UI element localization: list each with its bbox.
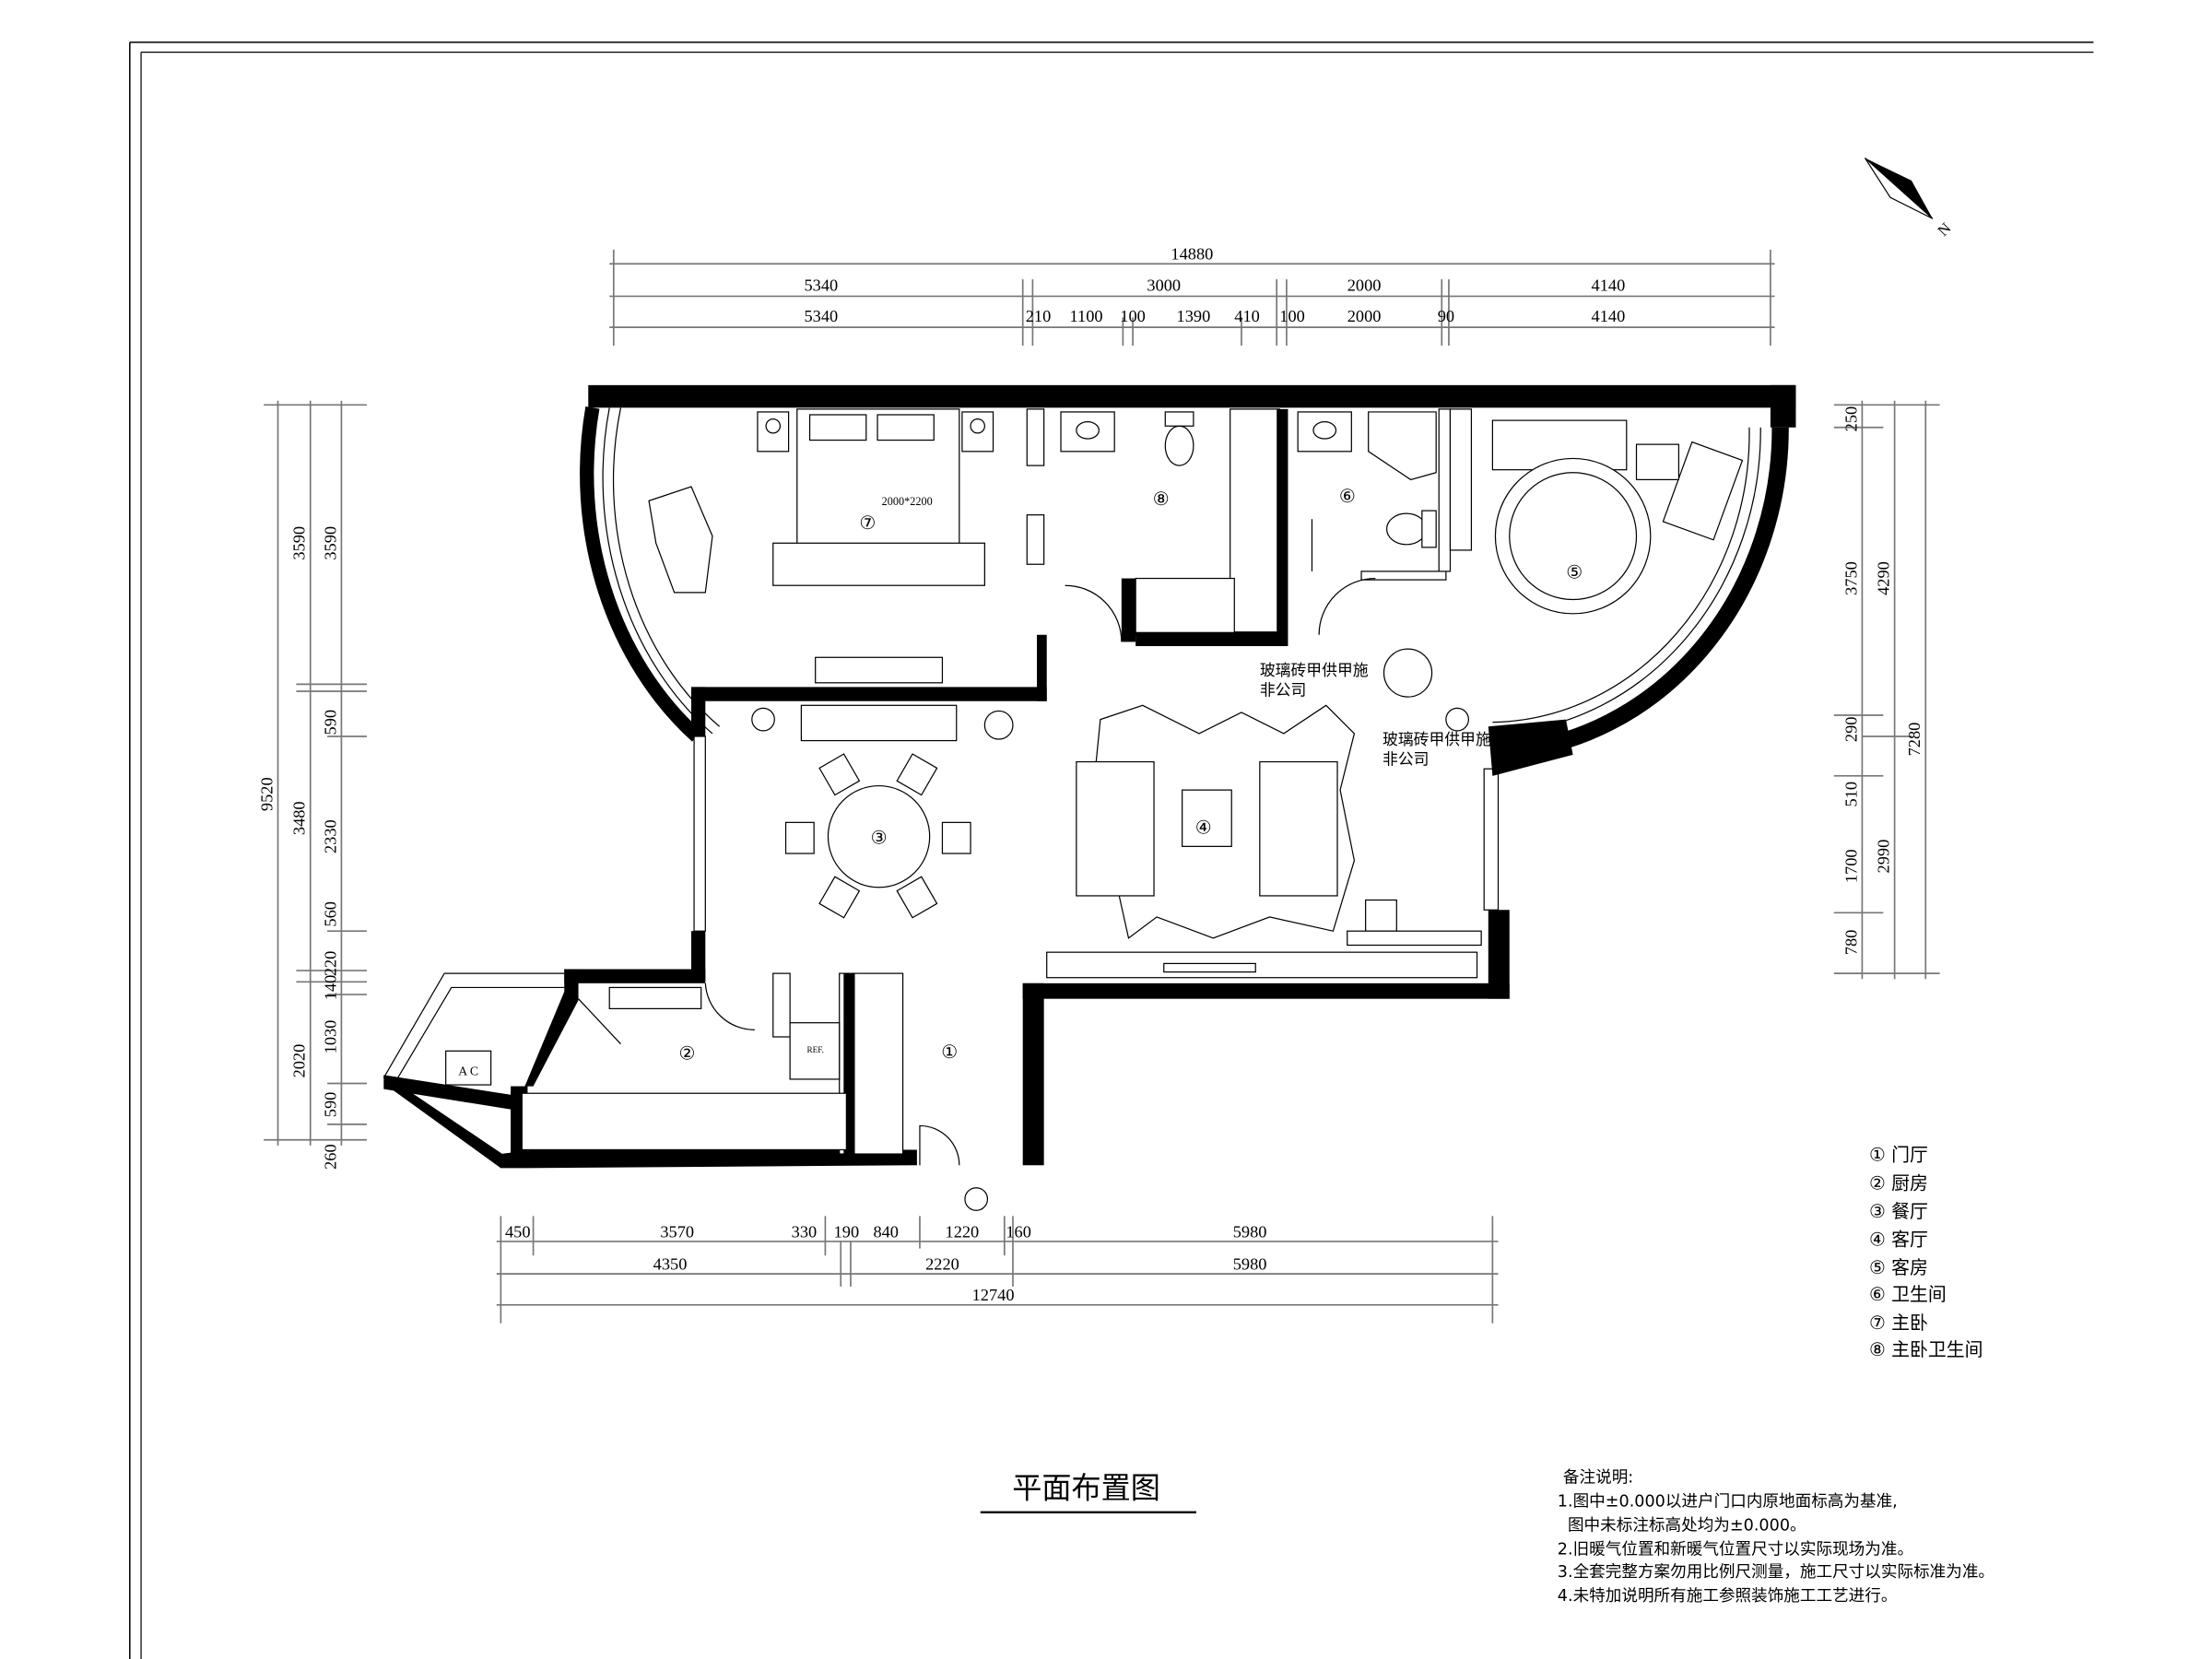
dim-label: 2990 — [1874, 840, 1892, 874]
notes: 备注说明: 1.图中±0.000以进户门口内原地面标高为基准, 图中未标注标高处… — [1558, 1469, 1994, 1606]
dim-label: 1100 — [1070, 307, 1103, 325]
dim-label: 3590 — [290, 526, 309, 560]
dim-label: 100 — [1120, 307, 1146, 325]
dim-label: 5980 — [1233, 1222, 1267, 1241]
dim-label: 1030 — [321, 1020, 339, 1054]
bottom-dimensions: 450 3570 330 190 840 1220 160 5980 4350 … — [496, 1216, 1499, 1324]
dim-label: 90 — [1438, 307, 1454, 325]
room-legend: ① 门厅 ② 厨房 ③ 餐厅 ④ 客厅 ⑤ 客房 ⑥ 卫生间 ⑦ 主卧 ⑧ 主卧… — [1869, 1145, 1983, 1360]
room-marker-master-bath: ⑧ — [1153, 489, 1170, 510]
dim-label: 410 — [1234, 307, 1260, 325]
dim-label: 2220 — [925, 1255, 959, 1274]
right-dimensions: 250 3750 290 510 1700 780 4290 2990 7280 — [1833, 400, 1940, 980]
dim-label: 190 — [834, 1222, 860, 1241]
north-arrow-icon: N — [1864, 157, 1955, 240]
glass-note-1-line2: 非公司 — [1260, 681, 1306, 700]
legend-item: ⑤ 客房 — [1869, 1257, 1928, 1278]
room-marker-bathroom: ⑥ — [1339, 487, 1356, 507]
dim-label: 330 — [792, 1222, 818, 1241]
glass-note-2-line2: 非公司 — [1382, 750, 1429, 769]
dim-left-total: 9520 — [257, 777, 276, 811]
room-markers: ① ② ③ ④ ⑤ ⑥ ⑦ ⑧ — [678, 487, 1583, 1065]
dim-top-total: 14880 — [1171, 245, 1213, 264]
legend-item: ⑧ 主卧卫生间 — [1869, 1339, 1983, 1360]
room-marker-living: ④ — [1195, 818, 1212, 839]
legend-item: ④ 客厅 — [1869, 1230, 1928, 1251]
sheet-border — [129, 41, 2094, 1659]
dim-label: 210 — [1026, 307, 1052, 325]
dim-label: 100 — [1279, 307, 1305, 325]
dim-label: 2000 — [1347, 307, 1382, 325]
dim-label: 290 — [1841, 717, 1860, 743]
ac-unit — [445, 1050, 492, 1086]
dim-bottom-total: 12740 — [972, 1286, 1015, 1304]
ac-label: A C — [458, 1064, 478, 1077]
dim-label: 250 — [1841, 406, 1860, 432]
dim-label: 4350 — [653, 1255, 688, 1274]
dim-label: 590 — [321, 1092, 339, 1118]
dim-label: 220 — [321, 951, 339, 977]
dim-label: 1700 — [1841, 849, 1860, 883]
dim-label: 160 — [1006, 1222, 1031, 1241]
dim-label: 3570 — [660, 1222, 694, 1241]
drawing-title: 平面布置图 — [1012, 1472, 1160, 1505]
glass-note-2-line1: 玻璃砖甲供甲施 — [1382, 730, 1491, 748]
room-marker-master-bedroom: ⑦ — [859, 513, 876, 534]
top-dimensions: 14880 5340 3000 2000 4140 5340 210 1100 … — [609, 245, 1775, 346]
dim-label: 3480 — [290, 801, 309, 835]
dim-label: 2330 — [321, 819, 339, 853]
legend-item: ⑦ 主卧 — [1869, 1312, 1928, 1334]
legend-item: ② 厨房 — [1869, 1172, 1928, 1194]
dim-label: 260 — [321, 1144, 339, 1170]
room-marker-kitchen: ② — [678, 1043, 695, 1064]
dim-label: 140 — [321, 975, 339, 1001]
glass-note-1-line1: 玻璃砖甲供甲施 — [1260, 661, 1369, 679]
dim-label: 2000 — [1347, 276, 1382, 294]
dim-label: 3750 — [1841, 561, 1860, 595]
dim-label: 840 — [873, 1222, 899, 1241]
dim-label: 5980 — [1233, 1255, 1267, 1274]
dim-label: 560 — [321, 901, 339, 927]
note-line: 图中未标注标高处均为±0.000。 — [1558, 1517, 1806, 1535]
dim-right-total: 7280 — [1905, 723, 1924, 757]
room-marker-dining: ③ — [871, 828, 888, 848]
dim-label: 1390 — [1177, 307, 1211, 325]
note-line: 1.图中±0.000以进户门口内原地面标高为基准, — [1558, 1493, 1898, 1512]
legend-item: ③ 餐厅 — [1869, 1201, 1928, 1222]
room-marker-guest-room: ⑤ — [1566, 563, 1583, 583]
note-line: 4.未特加说明所有施工参照装饰施工工艺进行。 — [1558, 1587, 1898, 1606]
furniture — [648, 408, 1744, 1211]
dim-label: 780 — [1841, 930, 1860, 956]
north-label: N — [1935, 219, 1955, 240]
legend-item: ⑥ 卫生间 — [1869, 1284, 1947, 1305]
dim-label: 450 — [505, 1222, 531, 1241]
dim-label: 3590 — [321, 526, 339, 560]
note-line: 3.全套完整方案勿用比例尺测量，施工尺寸以实际标准为准。 — [1558, 1563, 1994, 1582]
walls — [382, 384, 1796, 1169]
notes-heading: 备注说明: — [1563, 1469, 1633, 1488]
dim-label: 2020 — [290, 1044, 309, 1078]
dim-label: 1220 — [946, 1222, 980, 1241]
dining-table — [827, 784, 931, 888]
dim-label: 510 — [1841, 782, 1860, 807]
dim-label: 590 — [321, 710, 339, 735]
ref-label: REF. — [806, 1045, 823, 1054]
dim-label: 3000 — [1147, 276, 1181, 294]
dim-label: 5340 — [804, 276, 838, 294]
room-marker-entrance: ① — [941, 1042, 958, 1063]
bed-size-label: 2000*2200 — [882, 495, 933, 508]
note-line: 2.旧暖气位置和新暖气位置尺寸以实际现场为准。 — [1558, 1541, 1913, 1559]
legend-item: ① 门厅 — [1869, 1145, 1928, 1166]
dim-label: 5340 — [804, 307, 838, 325]
left-dimensions: 9520 3590 3480 2020 3590 590 2330 560 22… — [257, 400, 367, 1170]
dim-label: 4140 — [1592, 276, 1626, 294]
dim-label: 4290 — [1874, 561, 1892, 595]
dim-label: 4140 — [1592, 307, 1626, 325]
